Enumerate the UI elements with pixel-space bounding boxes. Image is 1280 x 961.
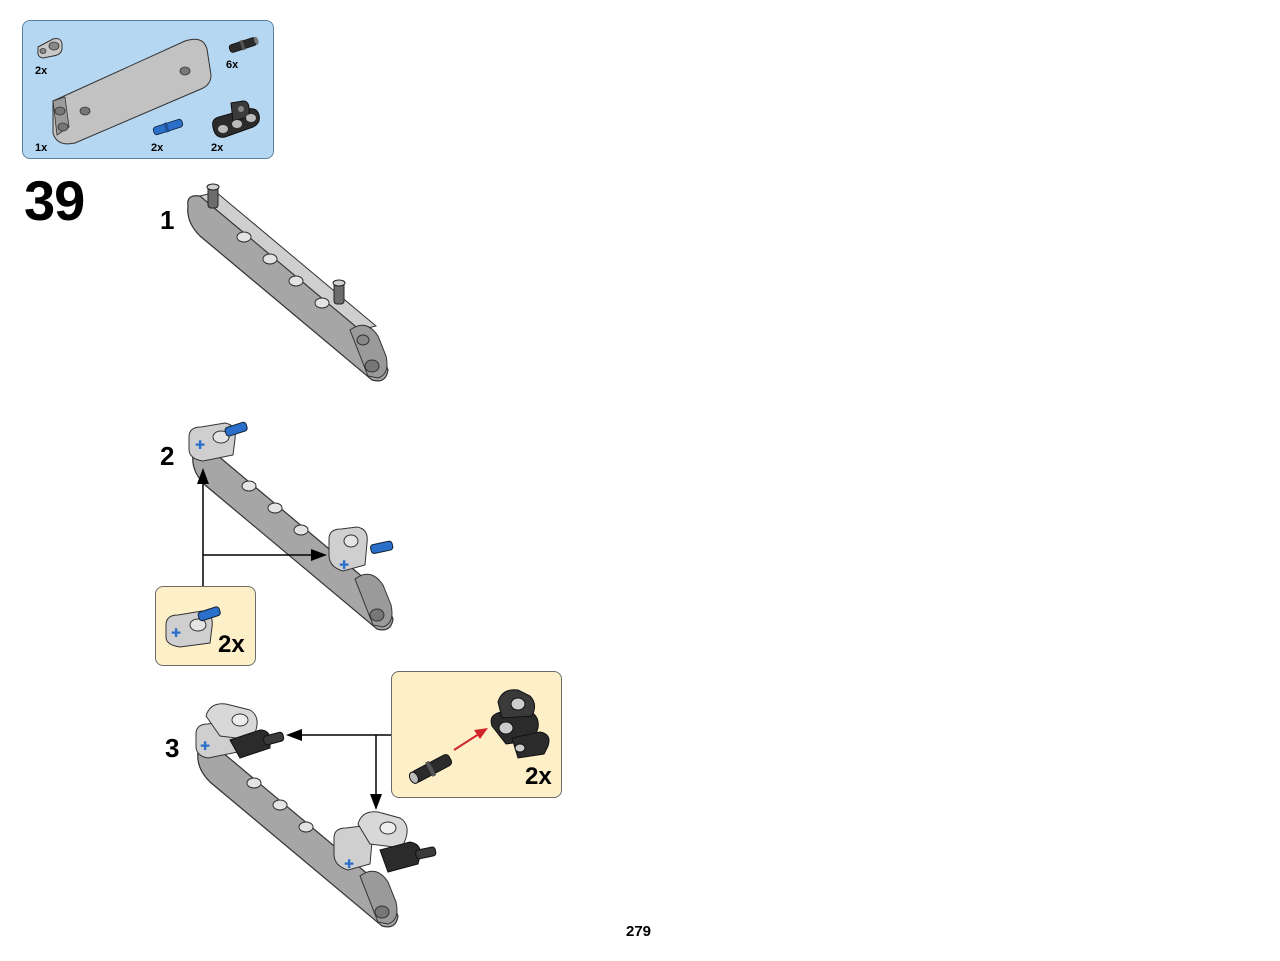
parts-list: 2x 1x 6x 2x 2x [22, 20, 274, 159]
beam-assembly-step2: ✚ ✚ [188, 421, 394, 631]
qty-label: 6x [226, 59, 239, 71]
beam-assembly-step1 [187, 183, 389, 382]
connector-with-blue-pin-icon: ✚ [165, 606, 221, 648]
substep-number: 2 [160, 441, 175, 471]
black-pin-icon [228, 36, 259, 53]
svg-text:✚: ✚ [200, 739, 210, 753]
substep-number: 3 [165, 733, 180, 763]
qty-label: 2x [35, 65, 48, 77]
svg-text:✚: ✚ [195, 438, 205, 452]
qty-label: 1x [35, 142, 48, 154]
black-pin-into-connector-icon [408, 689, 550, 784]
qty-label: 2x [151, 142, 164, 154]
callout-qty: 2x [218, 631, 245, 658]
connector-peg-beam-icon [37, 38, 63, 59]
callout-step2: ✚ 2x [155, 586, 256, 666]
blue-pin-icon [152, 118, 184, 136]
svg-text:✚: ✚ [339, 558, 349, 572]
svg-text:✚: ✚ [171, 626, 181, 640]
black-triple-connector-icon [212, 100, 260, 138]
qty-label: 2x [211, 142, 224, 154]
svg-text:✚: ✚ [344, 857, 354, 871]
substep-number: 1 [160, 205, 175, 235]
callout-step3: 2x [391, 671, 562, 798]
callout-qty: 2x [525, 763, 552, 790]
panel-icon [52, 38, 212, 145]
step-number: 39 [24, 169, 85, 232]
beam-assembly-step3: ✚ ✚ [195, 703, 437, 928]
page-number: 279 [626, 923, 652, 940]
